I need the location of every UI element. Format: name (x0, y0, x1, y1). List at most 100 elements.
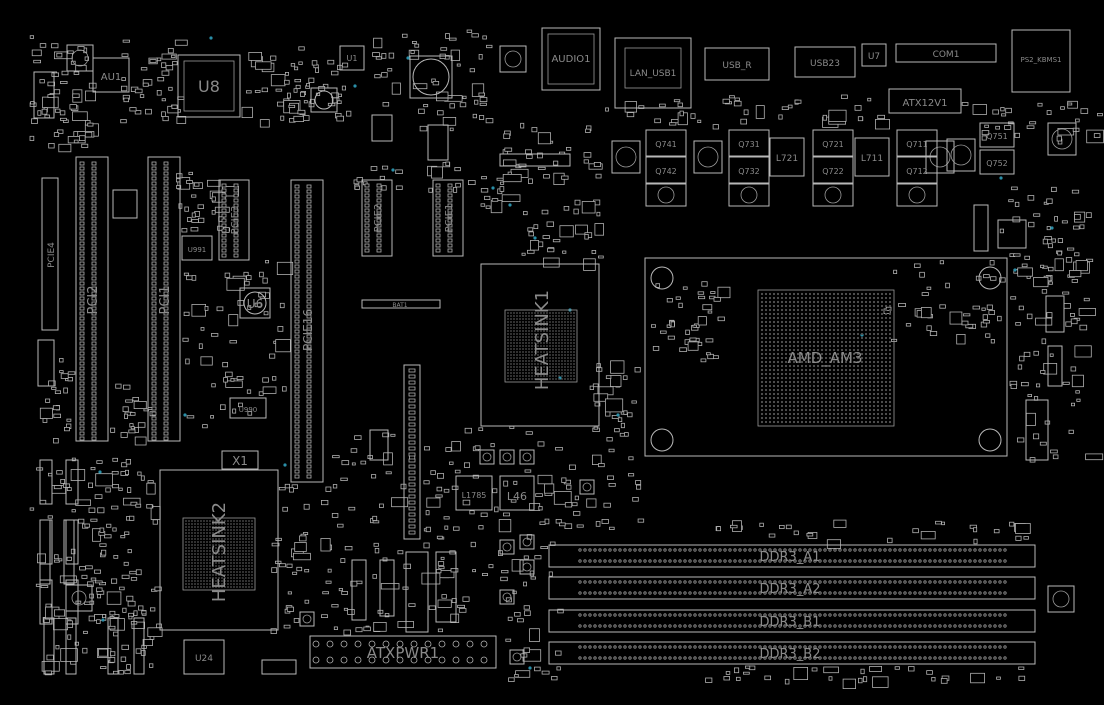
pcie3-slot: PCIE3 (218, 179, 250, 261)
svg-text:Q722: Q722 (822, 167, 844, 176)
svg-text:USB_R: USB_R (722, 61, 751, 71)
q751-mosfet: Q751 (979, 122, 1015, 148)
round-cap-a (409, 55, 453, 99)
svg-text:HEATSINK1: HEATSINK1 (532, 290, 553, 390)
vrm-section (611, 122, 1077, 207)
pcie2-slot: PCIE2 (361, 179, 393, 257)
pci1-slot: PCI1 (147, 156, 181, 442)
svg-text:PCI2: PCI2 (86, 285, 101, 314)
bat1-holder: BAT1 (361, 299, 441, 309)
svg-text:L46: L46 (507, 490, 527, 503)
southbridge-ball-grid (185, 520, 253, 588)
l711-inductor: L711 (854, 137, 890, 177)
cpu-socket: AMD_AM3 (644, 257, 1008, 457)
usb-r-connector: USB_R (704, 47, 770, 81)
northbridge-ball-grid (507, 312, 575, 380)
ddr3-a1-slot: DDR3_A1 (548, 544, 1036, 568)
svg-text:Q731: Q731 (738, 140, 760, 149)
svg-text:L721: L721 (776, 154, 798, 164)
u7-chip: U7 (861, 43, 887, 67)
svg-text:COM1: COM1 (933, 50, 960, 60)
vertical-header-mid (403, 364, 421, 540)
svg-text:AU1: AU1 (101, 72, 122, 83)
lan-usb1-connector: LAN_USB1 (614, 37, 692, 109)
svg-text:ATX12V1: ATX12V1 (903, 98, 948, 109)
atx12v1-connector: ATX12V1 (888, 88, 962, 114)
ddr3-b2-slot: DDR3_B2 (548, 641, 1036, 665)
q712-mosfet: Q712 (896, 156, 938, 184)
crystal-bottom-right (1047, 585, 1075, 613)
svg-text:DDR3_A1: DDR3_A1 (760, 550, 821, 565)
svg-text:HEATSINK2: HEATSINK2 (209, 502, 230, 602)
svg-text:LAN_USB1: LAN_USB1 (630, 69, 677, 79)
svg-text:Q752: Q752 (986, 159, 1008, 168)
q731-mosfet: Q731 (728, 129, 770, 157)
l1785-inductor: L1785 (455, 475, 493, 511)
pcie1-slot: PCIE1 (432, 179, 464, 257)
svg-text:U8: U8 (198, 77, 220, 96)
x1-crystal: X1 (221, 450, 259, 470)
svg-text:U991: U991 (188, 246, 206, 254)
q721-mosfet: Q721 (812, 129, 854, 157)
southbridge-heatsink: HEATSINK2 (159, 469, 279, 631)
svg-text:PCI1: PCI1 (158, 285, 173, 314)
svg-text:ATXPWR1: ATXPWR1 (367, 644, 439, 662)
svg-text:Q742: Q742 (655, 167, 677, 176)
l721-inductor: L721 (769, 137, 805, 177)
ddr3-a2-slot: DDR3_A2 (548, 576, 1036, 600)
northbridge-heatsink: HEATSINK1 (480, 263, 600, 427)
au1-chip: AU1 (92, 57, 130, 93)
svg-text:L1785: L1785 (462, 491, 487, 500)
l46-inductor: L46 (499, 475, 535, 511)
ddr3-b1-slot: DDR3_B1 (548, 609, 1036, 633)
atxpwr1-connector: ATXPWR1 (309, 635, 497, 669)
svg-text:PCIE3: PCIE3 (230, 206, 241, 235)
svg-text:Q751: Q751 (986, 132, 1008, 141)
svg-text:U24: U24 (195, 654, 213, 664)
svg-text:BAT1: BAT1 (392, 302, 407, 309)
pci2-slot: PCI2 (75, 156, 109, 442)
ps2-connector: PS2_KBMS1 (1011, 29, 1071, 93)
usb23-connector: USB23 (794, 46, 856, 78)
crystal-top-left (66, 44, 94, 72)
svg-text:PCIE2: PCIE2 (373, 204, 384, 233)
audio1-connector: AUDIO1 (541, 27, 601, 91)
u991-chip: U991 (181, 235, 213, 261)
u8-chip: U8 (177, 54, 241, 118)
svg-text:X1: X1 (232, 454, 248, 468)
svg-text:Q741: Q741 (655, 140, 677, 149)
svg-text:Q732: Q732 (738, 167, 760, 176)
u990-chip: U990 (229, 397, 267, 419)
svg-text:U1: U1 (347, 54, 358, 63)
q722-mosfet: Q722 (812, 156, 854, 184)
svg-text:U6: U6 (247, 297, 263, 311)
svg-text:DDR3_B1: DDR3_B1 (759, 615, 820, 630)
u1-chip: U1 (339, 45, 365, 71)
svg-text:Q712: Q712 (906, 167, 928, 176)
svg-text:USB23: USB23 (810, 59, 840, 69)
svg-text:DDR3_A2: DDR3_A2 (760, 582, 821, 597)
q732-mosfet: Q732 (728, 156, 770, 184)
cpu-pin-grid (760, 292, 892, 424)
crystal-top-mid (499, 45, 527, 73)
smd-components (29, 29, 1104, 689)
com1-connector: COM1 (895, 43, 997, 63)
svg-text:PS2_KBMS1: PS2_KBMS1 (1021, 56, 1062, 64)
q741-mosfet: Q741 (645, 129, 687, 157)
u24-chip: U24 (183, 639, 225, 675)
q711-mosfet: Q711 (896, 129, 938, 157)
q752-mosfet: Q752 (979, 149, 1015, 175)
svg-text:PCIE16: PCIE16 (301, 309, 315, 351)
svg-text:U7: U7 (868, 52, 880, 62)
u6-chip: U6 (239, 287, 271, 319)
svg-text:AMD_AM3: AMD_AM3 (788, 349, 863, 368)
svg-text:Q711: Q711 (906, 140, 928, 149)
svg-text:PCIE4: PCIE4 (47, 242, 57, 268)
svg-text:U990: U990 (239, 406, 257, 414)
pcie16-slot: PCIE16 (290, 179, 324, 483)
round-cap-b (310, 87, 338, 113)
svg-text:AUDIO1: AUDIO1 (551, 54, 590, 65)
svg-text:Q721: Q721 (822, 140, 844, 149)
q742-mosfet: Q742 (645, 156, 687, 184)
